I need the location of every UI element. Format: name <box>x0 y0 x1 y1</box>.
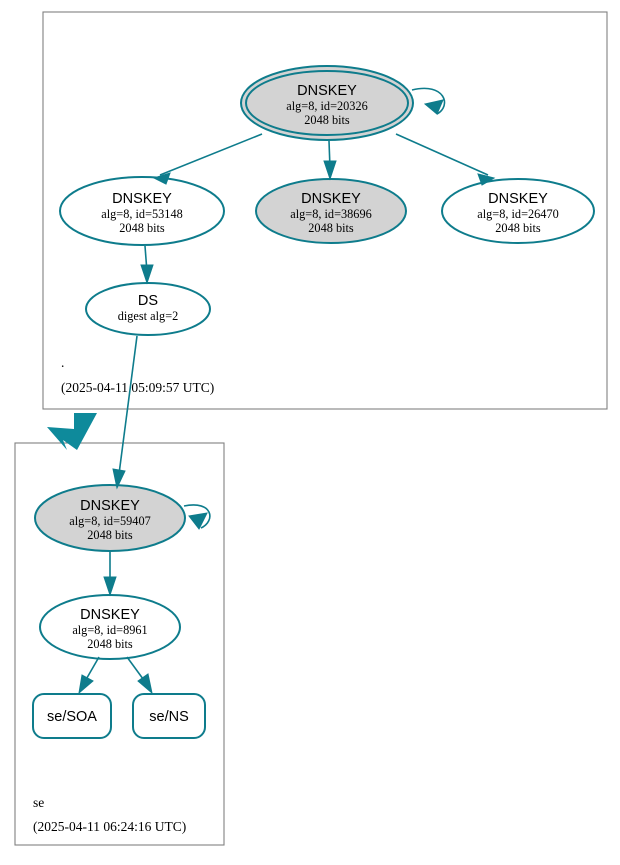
edge-path <box>159 133 263 176</box>
node-root-ds-se[interactable]: DS digest alg=2 <box>85 282 211 336</box>
node-se-ksk-59407[interactable]: DNSKEY alg=8, id=59407 2048 bits <box>34 484 186 552</box>
edge-se-zsk-to-ns <box>126 656 153 695</box>
edge-arrowhead <box>140 264 154 285</box>
zone-label-root: . <box>61 355 64 370</box>
edge-ksk20326-to-zsk53148 <box>152 133 263 185</box>
node-detail-keysize: 2048 bits <box>87 528 133 542</box>
node-ellipse <box>34 484 186 552</box>
node-detail-algorithm-id: alg=8, id=26470 <box>477 207 559 221</box>
delegation-arrow-root-to-se <box>47 413 97 450</box>
edge-arrowhead <box>137 673 153 695</box>
rrset-label: se/NS <box>149 709 189 725</box>
node-ellipse <box>255 178 407 244</box>
edge-se-ksk-to-se-zsk <box>103 552 117 597</box>
delegation-arrow-shape <box>47 413 97 450</box>
rrset-box <box>132 693 206 739</box>
edge-arrowhead <box>78 674 94 695</box>
zone-timestamp-se: (2025-04-11 06:24:16 UTC) <box>33 819 186 834</box>
zone-box-root <box>42 11 608 410</box>
edge-path <box>118 335 138 475</box>
node-title: DS <box>138 293 158 309</box>
zone-timestamp-root: (2025-04-11 05:09:57 UTC) <box>61 380 214 395</box>
edge-path <box>395 133 489 176</box>
node-detail-keysize: 2048 bits <box>308 221 354 235</box>
node-detail-digest-algorithm: digest alg=2 <box>118 309 179 323</box>
edge-ksk20326-to-zsk26470 <box>395 133 496 186</box>
node-detail-algorithm-id: alg=8, id=38696 <box>290 207 372 221</box>
node-detail-algorithm-id: alg=8, id=59407 <box>69 514 151 528</box>
node-title: DNSKEY <box>112 191 172 207</box>
rrset-label: se/SOA <box>47 709 97 725</box>
node-root-ksk-38696[interactable]: DNSKEY alg=8, id=38696 2048 bits <box>255 178 407 244</box>
edge-zsk53148-to-ds <box>140 245 154 285</box>
self-signature-loop-se-ksk-59407 <box>183 504 211 530</box>
node-ellipse <box>441 178 595 244</box>
node-title: DNSKEY <box>80 607 140 623</box>
edge-se-zsk-to-soa <box>78 656 100 695</box>
node-title: DNSKEY <box>488 191 548 207</box>
node-detail-keysize: 2048 bits <box>87 637 133 651</box>
edge-arrowhead <box>152 172 171 185</box>
node-root-zsk-26470[interactable]: DNSKEY alg=8, id=26470 2048 bits <box>441 178 595 244</box>
edge-ksk20326-to-ksk38696 <box>323 140 337 181</box>
node-title: DNSKEY <box>301 191 361 207</box>
node-detail-keysize: 2048 bits <box>304 113 350 127</box>
node-ellipse <box>85 282 211 336</box>
node-detail-algorithm-id: alg=8, id=53148 <box>101 207 183 221</box>
node-title: DNSKEY <box>80 498 140 514</box>
node-detail-algorithm-id: alg=8, id=20326 <box>286 99 368 113</box>
zone-cluster-se: DNSKEY alg=8, id=59407 2048 bits DNSKEY … <box>14 442 225 846</box>
self-signature-loop-root-ksk-20326 <box>411 87 446 115</box>
edge-arrowhead <box>323 160 337 181</box>
node-root-ksk-20326[interactable]: DNSKEY alg=8, id=20326 2048 bits <box>240 65 414 141</box>
node-detail-algorithm-id: alg=8, id=8961 <box>72 623 147 637</box>
zone-label-se: se <box>33 795 44 810</box>
zone-cluster-root: DNSKEY alg=8, id=20326 2048 bits DNSKEY … <box>42 11 608 410</box>
node-se-soa-rrset[interactable]: se/SOA <box>32 693 112 739</box>
node-detail-keysize: 2048 bits <box>495 221 541 235</box>
node-title: DNSKEY <box>297 83 357 99</box>
node-root-zsk-53148[interactable]: DNSKEY alg=8, id=53148 2048 bits <box>59 176 225 246</box>
node-se-zsk-8961[interactable]: DNSKEY alg=8, id=8961 2048 bits <box>39 594 181 660</box>
edge-arrowhead <box>103 576 117 597</box>
node-se-ns-rrset[interactable]: se/NS <box>132 693 206 739</box>
node-ellipse <box>59 176 225 246</box>
node-inner-ellipse <box>245 70 409 136</box>
loop-arrowhead <box>188 512 208 530</box>
rrset-box <box>32 693 112 739</box>
edge-arrowhead <box>112 468 126 490</box>
loop-arrowhead <box>423 99 444 115</box>
zone-box-se <box>14 442 225 846</box>
loop-path <box>183 504 211 529</box>
loop-path <box>411 87 446 115</box>
edge-ds-to-se-ksk <box>112 335 138 490</box>
node-detail-keysize: 2048 bits <box>119 221 165 235</box>
edge-arrowhead <box>477 173 496 186</box>
